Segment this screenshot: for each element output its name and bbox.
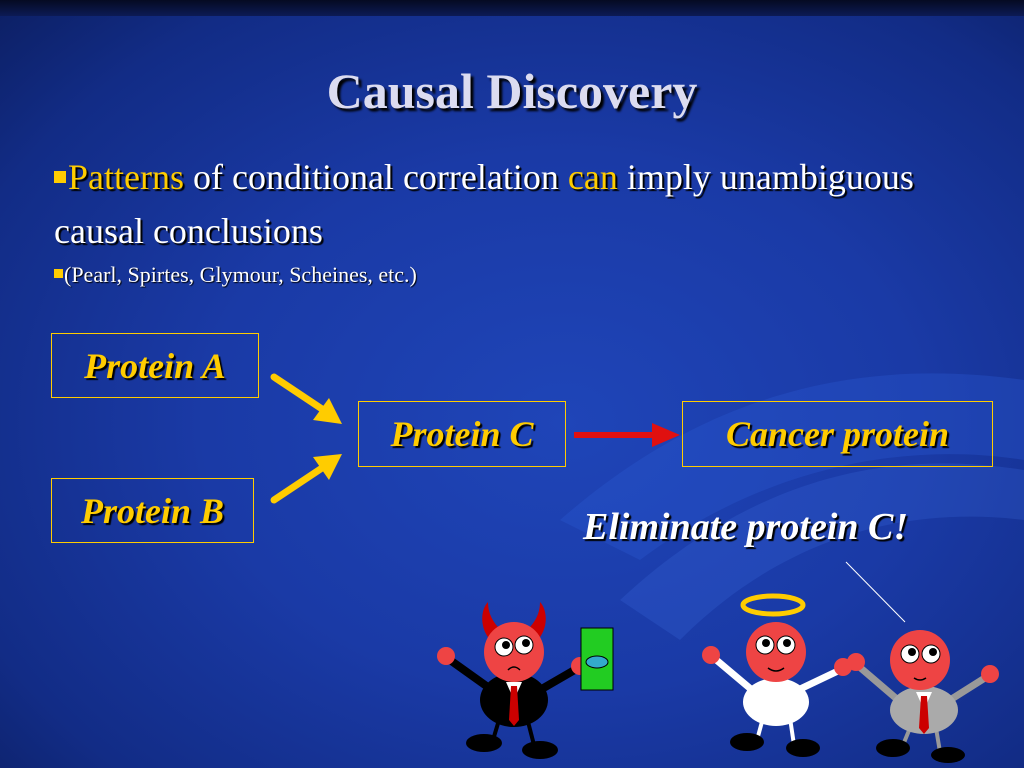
highlight-patterns: Patterns (68, 157, 184, 197)
bullet-square-icon (54, 269, 63, 279)
protein-a-box: Protein A (51, 333, 259, 398)
arrow-c-to-cancer (574, 423, 680, 447)
businessman-figure (847, 630, 999, 763)
speech-pointer (845, 561, 906, 623)
devil-figure (437, 602, 589, 759)
protein-c-box: Protein C (358, 401, 566, 467)
cancer-protein-box: Cancer protein (682, 401, 993, 467)
slide-title: Causal Discovery (326, 63, 698, 119)
bullet-square-icon (54, 170, 66, 183)
top-band (0, 0, 1024, 16)
bullet-text-2: imply unambiguous causal conclusions (54, 157, 914, 251)
protein-b-box: Protein B (51, 478, 254, 543)
bullet-main: Patterns of conditional correlation can … (54, 150, 954, 258)
bullet-sub-text: (Pearl, Spirtes, Glymour, Scheines, etc.… (64, 262, 417, 287)
speech-text: Eliminate protein C! (583, 506, 909, 548)
money-icon (580, 627, 614, 691)
arrow-b-to-c (270, 454, 342, 504)
bullet-sub: (Pearl, Spirtes, Glymour, Scheines, etc.… (54, 262, 417, 288)
bullet-text-1: of conditional correlation (183, 157, 568, 197)
arrow-a-to-c (270, 373, 342, 424)
angel-figure (702, 593, 852, 757)
highlight-can: can (567, 157, 618, 197)
